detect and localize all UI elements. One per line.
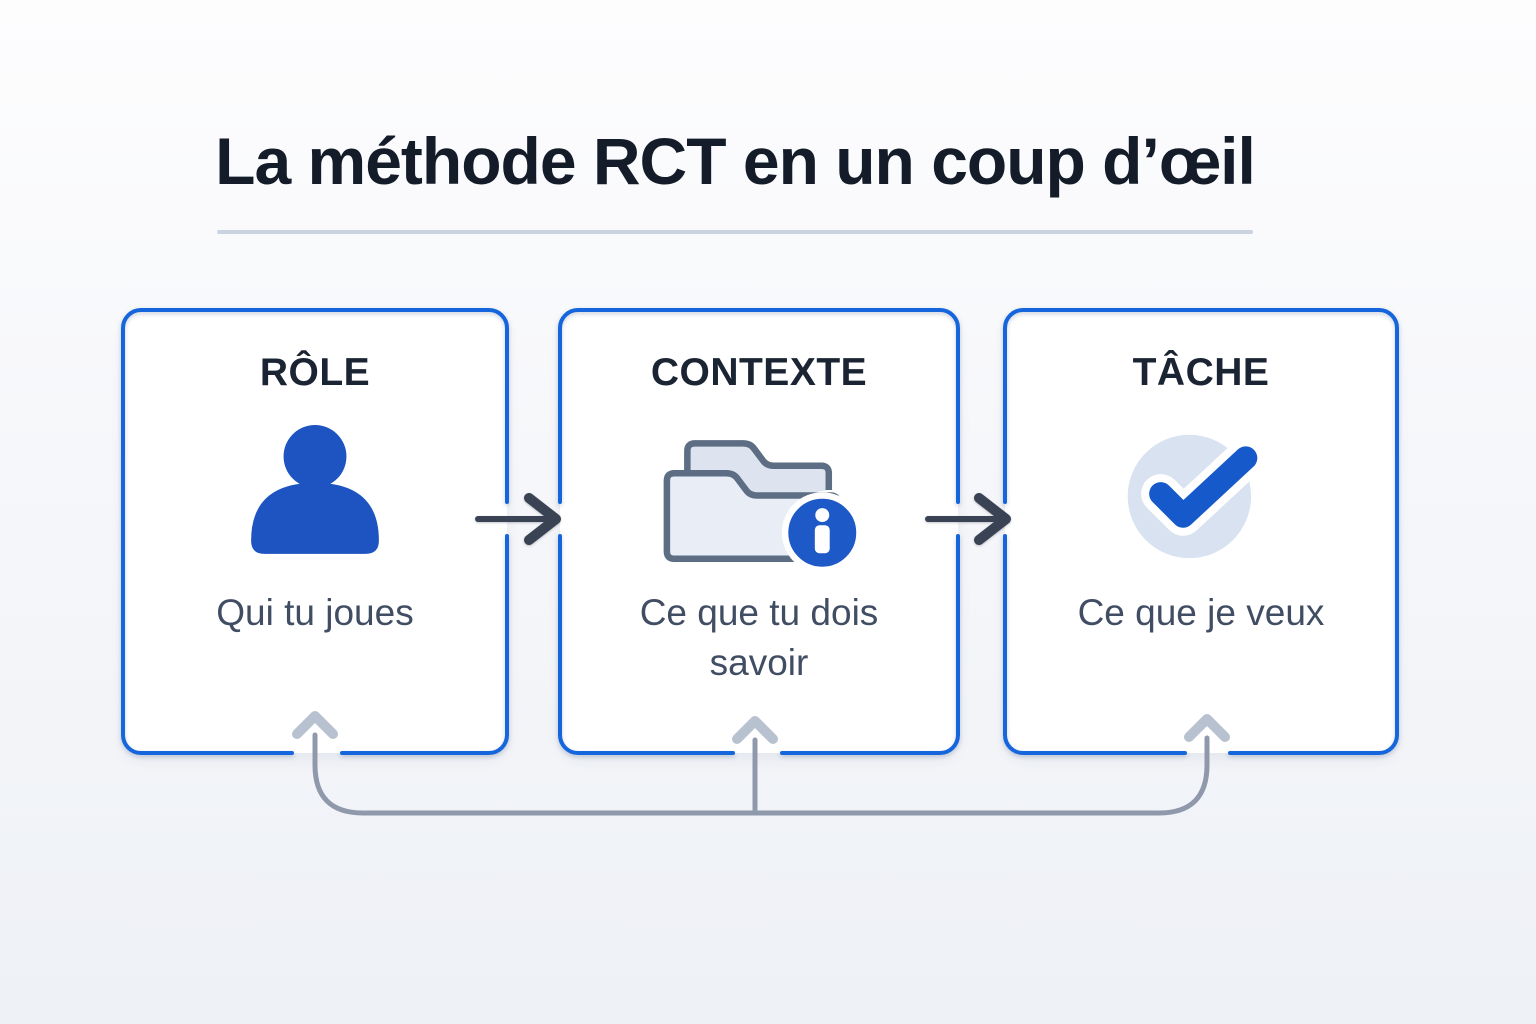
card-role-heading: RÔLE	[259, 351, 371, 394]
person-icon	[249, 420, 381, 572]
card-tache-description: Ce que je veux	[1077, 592, 1325, 633]
check-icon	[1125, 420, 1277, 572]
folder-info-icon	[652, 420, 866, 574]
card-contexte-heading: CONTEXTE	[650, 351, 868, 394]
title-divider	[217, 230, 1253, 234]
card-tache: TÂCHE Ce que je veux	[1005, 310, 1397, 753]
card-role-description: Qui tu joues	[216, 592, 414, 633]
card-role: RÔLE Qui tu joues	[123, 310, 507, 753]
page-title: La méthode RCT en un coup d’œil	[215, 124, 1256, 198]
card-contexte: CONTEXTE Ce que tu dois savoir	[560, 310, 958, 753]
card-contexte-description: Ce que tu dois savoir	[639, 592, 879, 683]
card-tache-heading: TÂCHE	[1132, 351, 1270, 394]
